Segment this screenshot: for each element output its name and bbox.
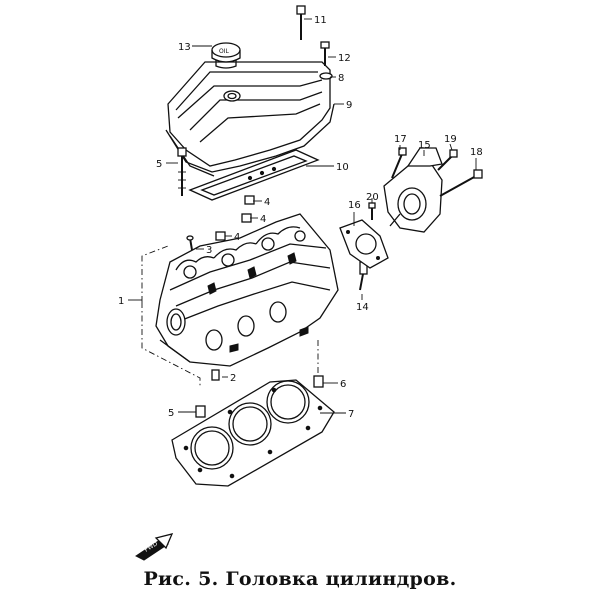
callout-15: 15 bbox=[418, 140, 431, 151]
figure-caption: Рис. 5. Головка цилиндров. bbox=[143, 568, 457, 590]
dowel-2 bbox=[211, 369, 220, 381]
callout-20: 20 bbox=[366, 192, 379, 203]
thermostat-housing-15 bbox=[383, 147, 443, 233]
bolt-11 bbox=[296, 5, 306, 40]
callout-4-a: 4 bbox=[264, 197, 270, 208]
callout-4-c: 4 bbox=[234, 232, 240, 243]
assembly-bracket bbox=[141, 245, 169, 302]
callout-5-b: 5 bbox=[168, 408, 174, 419]
callout-13: 13 bbox=[178, 42, 191, 53]
nut-4-b bbox=[241, 213, 252, 223]
callout-11: 11 bbox=[314, 15, 327, 26]
grommet-8 bbox=[319, 72, 333, 80]
head-gasket-7 bbox=[171, 379, 335, 487]
dowel-6 bbox=[313, 375, 324, 388]
callout-8: 8 bbox=[338, 73, 344, 84]
callout-12: 12 bbox=[338, 53, 351, 64]
oil-filler-cap: OIL bbox=[211, 42, 241, 69]
callout-6: 6 bbox=[340, 379, 346, 390]
dowel-8-lower bbox=[195, 405, 206, 418]
callout-1: 1 bbox=[118, 296, 124, 307]
oil-cap-text: OIL bbox=[219, 48, 229, 55]
callout-10: 10 bbox=[336, 162, 349, 173]
callout-numbers: 1 2 3 4 4 4 5 5 6 7 8 9 10 11 12 13 14 1… bbox=[118, 15, 483, 420]
cylinder-head bbox=[155, 213, 339, 367]
bolt-18 bbox=[439, 169, 483, 197]
nut-4-a bbox=[244, 195, 255, 205]
callout-18: 18 bbox=[470, 147, 483, 158]
bolt-19 bbox=[437, 149, 458, 171]
callout-16: 16 bbox=[348, 200, 361, 211]
nut-4-c bbox=[215, 231, 226, 241]
callout-7: 7 bbox=[348, 409, 354, 420]
valve-cover bbox=[165, 61, 335, 177]
bolt-5 bbox=[177, 147, 187, 196]
bolt-12 bbox=[320, 41, 330, 66]
callout-17: 17 bbox=[394, 134, 407, 145]
callout-9: 9 bbox=[346, 100, 352, 111]
leader-lines bbox=[128, 18, 477, 414]
callout-2: 2 bbox=[230, 373, 236, 384]
gasket-16 bbox=[339, 219, 389, 269]
callout-4-b: 4 bbox=[260, 214, 266, 225]
bolt-20 bbox=[368, 202, 376, 220]
bolt-17 bbox=[391, 147, 407, 179]
cover-gasket-10 bbox=[188, 149, 320, 201]
callout-3: 3 bbox=[206, 245, 212, 256]
callout-5-a: 5 bbox=[156, 159, 162, 170]
callout-14: 14 bbox=[356, 302, 369, 313]
forward-arrow: FWD bbox=[135, 533, 174, 561]
callout-19: 19 bbox=[444, 134, 457, 145]
